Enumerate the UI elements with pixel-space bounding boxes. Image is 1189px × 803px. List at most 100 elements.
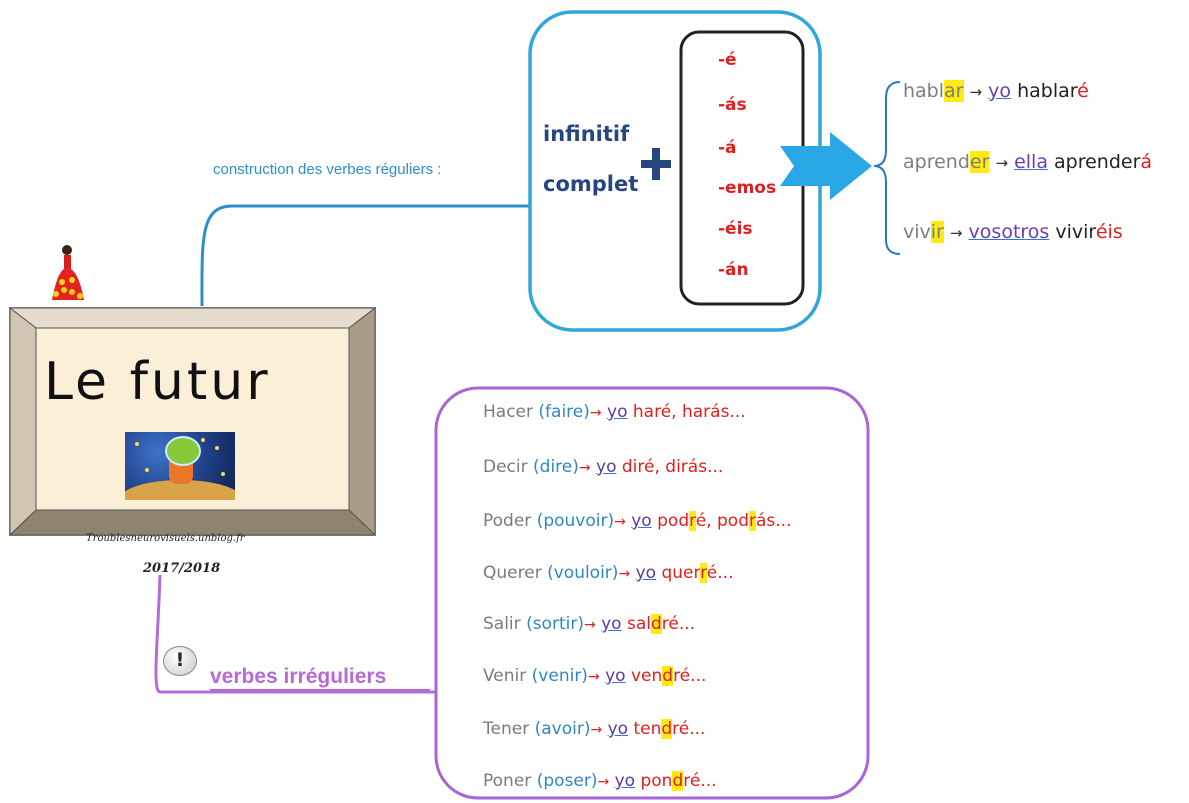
irr-highlight-letter: r xyxy=(689,511,696,531)
irr-verb: Poner xyxy=(483,771,532,791)
irr-future: pondré... xyxy=(640,771,717,791)
irr-pronoun: yo xyxy=(614,771,636,791)
irr-highlight-letter: r xyxy=(748,511,756,531)
example-stem: habl xyxy=(903,80,945,102)
irr-future-part: ás... xyxy=(755,511,792,531)
example-stem: viv xyxy=(903,221,931,243)
ending-item: -á xyxy=(718,138,737,158)
regular-example: vivir → vosotros viviréis xyxy=(903,221,1123,243)
irr-future: tendré... xyxy=(633,719,705,739)
source-caption: Troublesneurovisuels.unblog.fr xyxy=(86,533,245,544)
plus-icon xyxy=(641,148,671,180)
irr-future: podré, podrás... xyxy=(657,511,791,531)
irr-verb: Querer xyxy=(483,563,542,583)
arrow-icon: → xyxy=(614,514,626,530)
irregular-verb-row: Tener (avoir)→ yo tendré... xyxy=(483,719,705,739)
irr-translation: (sortir) xyxy=(526,614,584,634)
flamenco-dancer-icon xyxy=(52,245,84,300)
irr-future-part: ré... xyxy=(661,614,696,634)
year-caption: 2017/2018 xyxy=(143,561,221,576)
arrow-icon: → xyxy=(618,566,631,582)
irr-translation: (faire) xyxy=(538,402,590,422)
exclamation-icon: ! xyxy=(163,646,197,676)
arrow-icon: → xyxy=(589,405,602,421)
irr-pronoun: yo xyxy=(635,563,657,583)
arrow-icon: → xyxy=(597,774,610,790)
irr-future-part: é... xyxy=(706,563,734,583)
irregular-branch-label: verbes irréguliers xyxy=(210,665,387,688)
irr-pronoun: yo xyxy=(605,666,626,686)
irr-pronoun: yo xyxy=(596,457,617,477)
example-ending-highlight: er xyxy=(969,151,990,173)
irr-pronoun: yo xyxy=(607,402,628,422)
arrow-icon: → xyxy=(949,224,963,242)
examples-brace xyxy=(873,81,901,255)
regular-branch-line xyxy=(200,204,530,307)
central-title: Le futur xyxy=(44,352,271,412)
irr-translation: (vouloir) xyxy=(547,563,619,583)
irr-future-part: é, pod xyxy=(695,511,749,531)
regular-example: aprender → ella aprenderá xyxy=(903,151,1152,173)
irregular-verb-row: Venir (venir)→ yo vendré... xyxy=(483,666,706,686)
example-pronoun: ella xyxy=(1014,151,1048,173)
example-ending-highlight: ar xyxy=(944,80,964,102)
irr-highlight-letter: d xyxy=(672,771,684,791)
example-future-ending: é xyxy=(1077,80,1089,102)
example-pronoun: vosotros xyxy=(968,221,1050,243)
irregular-verb-row: Poder (pouvoir)→ yo podré, podrás... xyxy=(483,511,791,531)
example-stem: aprend xyxy=(903,151,970,173)
irregular-branch-line xyxy=(154,574,436,694)
irr-translation: (poser) xyxy=(536,771,598,791)
irr-pronoun: yo xyxy=(601,614,622,634)
irr-highlight-letter: r xyxy=(700,563,707,583)
ending-item: -é xyxy=(718,50,737,70)
irr-future-part: ré... xyxy=(683,771,717,791)
regular-example: hablar → yo hablaré xyxy=(903,80,1089,102)
central-frame xyxy=(8,306,377,537)
irr-translation: (venir) xyxy=(531,666,588,686)
irr-verb: Poder xyxy=(483,511,532,531)
example-future-ending: éis xyxy=(1095,221,1123,243)
irr-future: haré, harás... xyxy=(632,402,746,422)
ending-item: -án xyxy=(718,260,749,280)
irr-highlight-letter: d xyxy=(662,666,674,686)
irr-translation: (pouvoir) xyxy=(536,511,615,531)
irregular-verb-row: Salir (sortir)→ yo saldré... xyxy=(483,614,695,634)
irr-verb: Tener xyxy=(483,719,530,739)
arrow-icon: → xyxy=(995,154,1009,172)
irr-translation: (dire) xyxy=(533,457,579,477)
example-verb: hablar xyxy=(1017,80,1078,102)
irr-pronoun: yo xyxy=(631,511,652,531)
arrow-icon: → xyxy=(969,83,983,101)
irr-future: vendré... xyxy=(631,666,706,686)
irr-future: querré... xyxy=(661,563,733,583)
irr-highlight-letter: d xyxy=(650,614,662,634)
example-verb: aprender xyxy=(1054,151,1141,173)
irr-verb: Venir xyxy=(483,666,527,686)
irr-verb: Hacer xyxy=(483,402,533,422)
irr-future: diré, dirás... xyxy=(621,457,724,477)
irregular-verb-row: Decir (dire)→ yo diré, dirás... xyxy=(483,457,723,477)
alien-astronaut-image xyxy=(125,432,235,500)
irr-future: saldré... xyxy=(627,614,695,634)
irregular-verb-row: Hacer (faire)→ yo haré, harás... xyxy=(483,402,746,422)
irr-verb: Decir xyxy=(483,457,528,477)
irregular-verb-row: Poner (poser)→ yo pondré... xyxy=(483,771,717,791)
irr-future-part: ré... xyxy=(672,719,706,739)
regular-branch-label: construction des verbes réguliers : xyxy=(213,161,442,178)
irr-future-part: ten xyxy=(633,719,662,739)
ending-item: -ás xyxy=(718,95,747,115)
arrow-icon: → xyxy=(590,722,603,738)
example-ending-highlight: ir xyxy=(930,221,944,243)
big-arrow-icon xyxy=(780,132,872,200)
formula-complet: complet xyxy=(543,172,639,196)
irregular-box xyxy=(434,386,870,800)
irregular-verb-row: Querer (vouloir)→ yo querré... xyxy=(483,563,733,583)
formula-infinitif: infinitif xyxy=(543,122,630,146)
irr-translation: (avoir) xyxy=(534,719,591,739)
irr-verb: Salir xyxy=(483,614,521,634)
example-verb: vivir xyxy=(1055,221,1096,243)
ending-item: -éis xyxy=(718,219,753,239)
